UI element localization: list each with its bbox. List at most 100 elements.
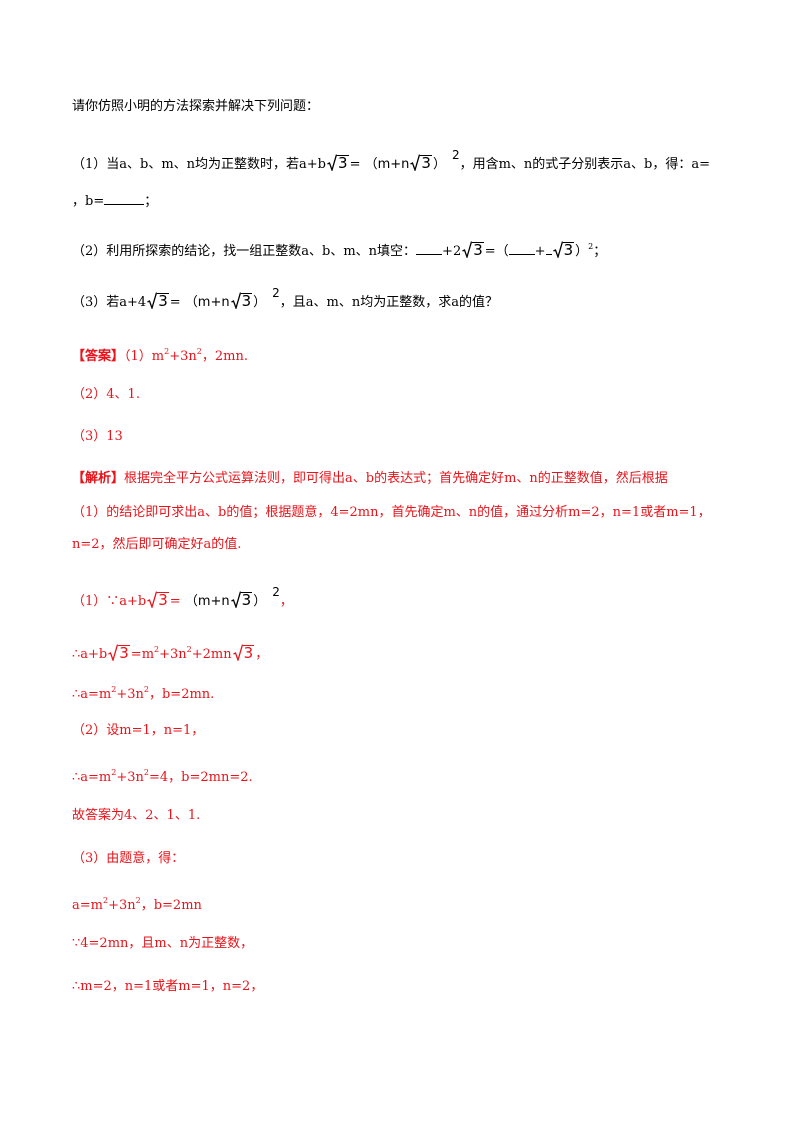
q2-text-c: =（	[484, 244, 509, 259]
s8-b: 2	[102, 896, 109, 905]
answer-blank-b[interactable]	[104, 192, 145, 205]
q1-text-b: =	[349, 157, 361, 172]
answer-line-3: （3）13	[72, 429, 123, 444]
s5-a: ∴a=m	[72, 770, 112, 785]
answer-line-1: 【答案】（1）m2+3n2，2mn.	[72, 342, 248, 367]
s8-c: +3n	[108, 898, 136, 913]
s2-a: ∴a+b	[72, 647, 108, 662]
sqrt-symbol: 3	[147, 292, 169, 309]
q3-text-b: =	[169, 295, 181, 310]
sqrt-symbol: 3	[230, 292, 253, 310]
q2-text-g: ；	[593, 244, 607, 259]
s2-g: ，	[255, 647, 269, 662]
s2-d: +3n	[159, 647, 187, 662]
radicand: 3	[118, 644, 130, 662]
s8-a: a=m	[72, 898, 103, 913]
q3-exponent: 2	[272, 286, 280, 300]
q1-text-f: ，用含m、n的式子分别表示a、b，得：a=	[459, 157, 711, 172]
q2-text-b: +2	[442, 244, 462, 259]
answer-1d: 2	[196, 347, 202, 356]
s1-d: ）	[253, 594, 267, 609]
s3-e: ，b=2mn.	[148, 687, 215, 702]
analysis-paragraph-line1: 【解析】根据完全平方公式运算法则，即可得出a、b的表达式；首先确定好m、n的正整…	[72, 469, 668, 489]
analysis-p1: 根据完全平方公式运算法则，即可得出a、b的表达式；首先确定好m、n的正整数值，然…	[124, 471, 668, 486]
solution-step-4: （2）设m=1，n=1，	[72, 723, 205, 738]
radicand: 3	[562, 241, 575, 259]
q1-text-h: ；	[144, 194, 158, 209]
sqrt-symbol: 3	[552, 241, 575, 259]
sqrt-symbol: 3	[230, 591, 253, 609]
radicand: 3	[472, 241, 484, 259]
answer-1c: +3n	[169, 349, 197, 364]
solution-step-3: ∴a=m2+3n2，b=2mn.	[72, 680, 214, 705]
s1-a: （1）∵a+b	[72, 594, 147, 609]
q1-text-g: ，b=	[72, 194, 105, 209]
s1-f: ，	[279, 594, 293, 609]
q3-text-a: （3）若a+4	[72, 295, 147, 310]
q2-text-e: ）	[575, 244, 589, 259]
s1-c: （m+n	[184, 594, 230, 609]
s1-exponent: 2	[272, 585, 280, 599]
s2-f: +2mn	[191, 647, 232, 662]
solution-step-6: 故答案为4、2、1、1.	[72, 808, 201, 823]
sqrt-symbol: 3	[147, 591, 169, 608]
radicand: 3	[420, 154, 432, 172]
s8-d: 2	[135, 896, 141, 905]
s3-c: +3n	[116, 687, 144, 702]
s3-b: 2	[111, 685, 117, 694]
analysis-paragraph-line2: （1）的结论即可求出a、b的值；根据题意，4=2mn，首先确定m、n的值，通过分…	[72, 505, 711, 520]
analysis-paragraph-line3: n=2，然后即可确定好a的值.	[72, 537, 242, 552]
radicand: 3	[240, 591, 253, 609]
answer-line-2: （2）4、1.	[72, 387, 140, 402]
radicand: 3	[157, 591, 169, 609]
s3-d: 2	[143, 685, 149, 694]
q1-exponent: 2	[451, 148, 460, 162]
s5-b: 2	[111, 768, 117, 777]
question-1-line2: ，b= ；	[72, 192, 157, 212]
q3-text-d: ）	[253, 295, 267, 310]
q2-text-a: （2）利用所探索的结论，找一组正整数a、b、m、n填空：	[72, 244, 417, 259]
answer-blank-m[interactable]	[508, 242, 535, 255]
answer-1a: （1）m	[124, 349, 165, 364]
sqrt-symbol: 3	[327, 154, 349, 171]
solution-step-7: （3）由题意，得：	[72, 851, 185, 866]
s2-e: 2	[186, 645, 192, 654]
answer-1e: ，2mn.	[201, 349, 248, 364]
answer-blank-a[interactable]	[416, 242, 443, 255]
q1-text-c: （m+n	[364, 157, 410, 172]
q1-text-d: ）	[432, 157, 446, 172]
s3-a: ∴a=m	[72, 687, 112, 702]
sqrt-symbol: 3	[462, 241, 484, 258]
analysis-label: 【解析】	[72, 471, 125, 486]
answer-1b: 2	[164, 347, 170, 356]
s8-e: ，b=2mn	[140, 898, 202, 913]
radicand: 3	[242, 644, 255, 662]
sqrt-symbol: 3	[108, 644, 130, 661]
q2-text-d: +	[534, 244, 546, 259]
radicand: 3	[337, 154, 349, 172]
s1-b: =	[169, 594, 181, 609]
q1-text-a: （1）当a、b、m、n均为正整数时，若a+b	[72, 157, 327, 172]
solution-step-5: ∴a=m2+3n2=4，b=2mn=2.	[72, 763, 253, 788]
answer-blank-n[interactable]	[545, 242, 552, 255]
s2-c: 2	[154, 645, 160, 654]
q3-text-c: （m+n	[184, 295, 230, 310]
radicand: 3	[240, 292, 253, 310]
solution-step-8: a=m2+3n2，b=2mn	[72, 891, 202, 916]
s2-b: =m	[130, 647, 155, 662]
s5-d: 2	[143, 768, 149, 777]
solution-step-10: ∴m=2，n=1或者m=1，n=2，	[72, 979, 264, 994]
solution-step-9: ∵4=2mn，且m、n为正整数，	[72, 936, 254, 951]
q3-text-f: ，且a、m、n均为正整数，求a的值？	[279, 295, 498, 310]
radicand: 3	[157, 292, 169, 310]
s5-c: +3n	[116, 770, 144, 785]
s5-e: =4，b=2mn=2.	[148, 770, 253, 785]
q2-exponent: 2	[588, 242, 594, 251]
sqrt-symbol: 3	[232, 644, 255, 662]
answer-label: 【答案】	[72, 349, 125, 364]
problem-intro: 请你仿照小明的方法探索并解决下列问题：	[72, 99, 320, 114]
